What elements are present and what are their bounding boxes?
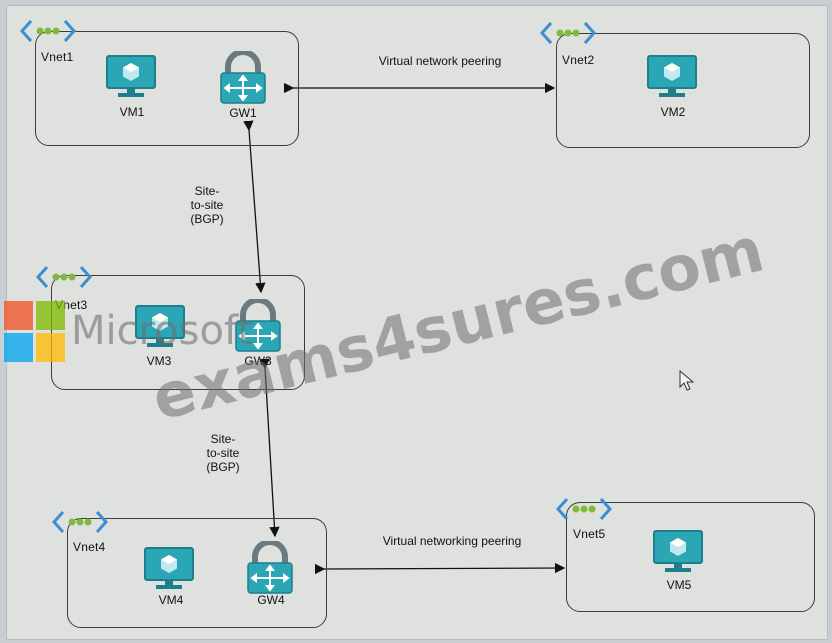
microsoft-text-watermark: Microsoft [71, 308, 254, 354]
vm5-label: VM5 [666, 578, 692, 592]
s2s-lower-line [259, 358, 280, 538]
gw1-label: GW1 [229, 106, 257, 120]
vnet5-label: Vnet5 [573, 527, 606, 541]
vm4-label: VM4 [158, 593, 184, 607]
connector-layer [243, 82, 566, 575]
vm3-monitor-icon [135, 305, 185, 347]
diagram-canvas: Vnet1 VM1 GW1 Virtual network peering Vn… [4, 5, 828, 640]
vm5-monitor-icon [653, 530, 703, 572]
vnet2-network-icon [539, 21, 597, 45]
peering-bottom-label: Virtual networking peering [382, 534, 522, 548]
mouse-cursor-icon [679, 370, 695, 391]
s2s-upper-line [243, 120, 266, 294]
vnet1-label: Vnet1 [41, 50, 74, 64]
microsoft-logo-watermark [4, 301, 66, 363]
vm4-monitor-icon [144, 547, 194, 589]
peering-top-label: Virtual network peering [378, 54, 502, 68]
gw1-gateway-icon [220, 51, 266, 104]
vnet5-box [566, 502, 815, 612]
vnet4-label: Vnet4 [73, 540, 106, 554]
gw4-label: GW4 [257, 593, 285, 607]
vm2-label: VM2 [660, 105, 686, 119]
vm3-label: VM3 [146, 354, 172, 368]
vnet4-network-icon [51, 510, 109, 534]
vnet2-box [556, 33, 810, 148]
gw4-gateway-icon [247, 541, 293, 594]
s2s-upper-label: Site- to-site (BGP) [190, 184, 224, 226]
vnet5-network-icon [555, 497, 613, 521]
gw3-gateway-icon [235, 299, 281, 352]
vnet3-network-icon [35, 265, 93, 289]
vnet1-network-icon [19, 19, 77, 43]
s2s-lower-label: Site- to-site (BGP) [206, 432, 240, 474]
vnet3-box [51, 275, 305, 390]
vm1-monitor-icon [106, 55, 156, 97]
peering-bottom-line [314, 562, 566, 575]
gw3-label: GW3 [244, 354, 272, 368]
vnet4-box [67, 518, 327, 628]
vnet1-box [35, 31, 299, 146]
vm1-label: VM1 [119, 105, 145, 119]
vm2-monitor-icon [647, 55, 697, 97]
vnet2-label: Vnet2 [562, 53, 595, 67]
